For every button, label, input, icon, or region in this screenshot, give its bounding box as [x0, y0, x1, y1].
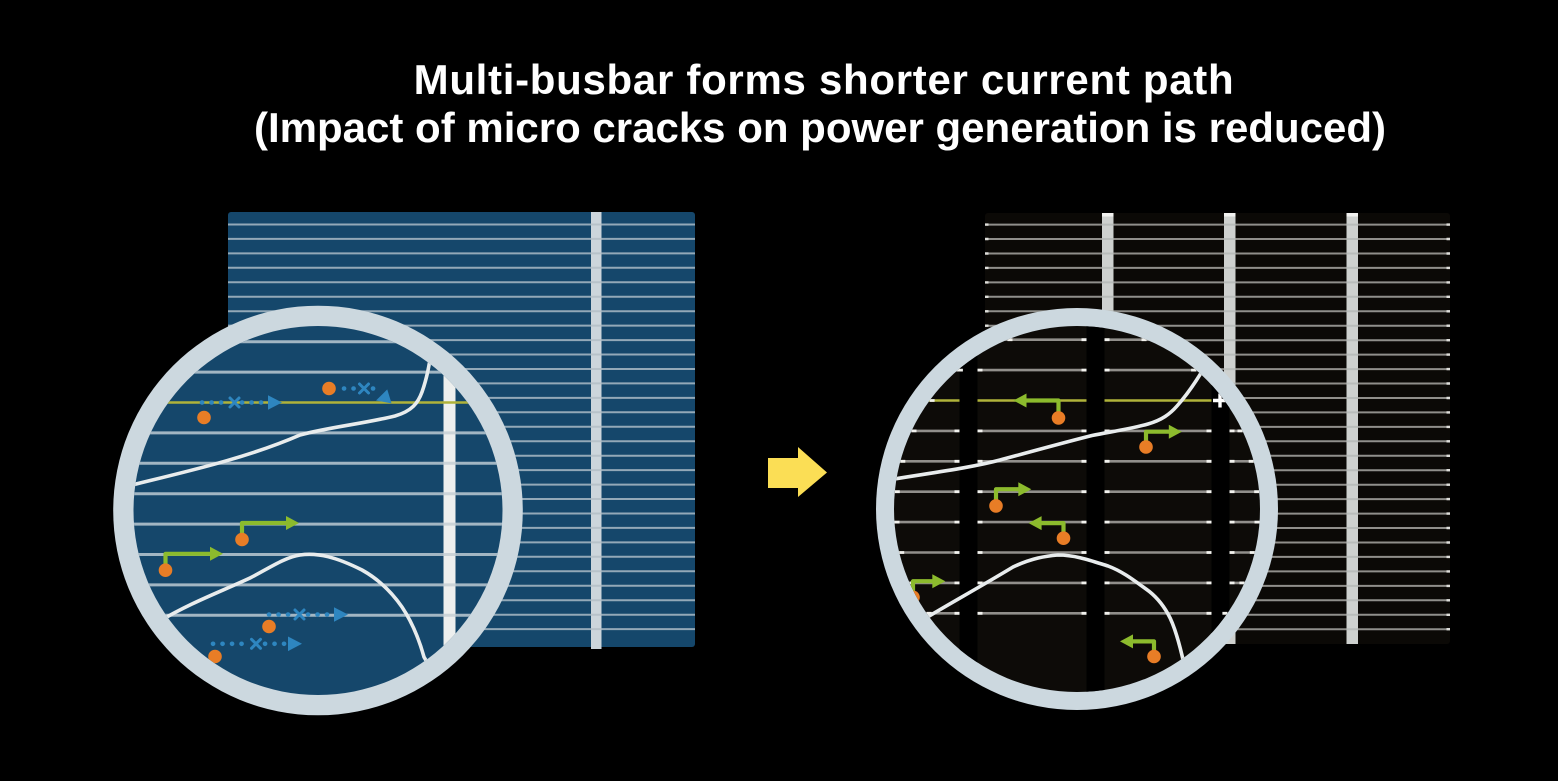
- svg-text:(Impact of micro cracks on pow: (Impact of micro cracks on power generat…: [254, 104, 1386, 151]
- svg-text:Multi-busbar forms shorter cur: Multi-busbar forms shorter current path: [414, 56, 1235, 103]
